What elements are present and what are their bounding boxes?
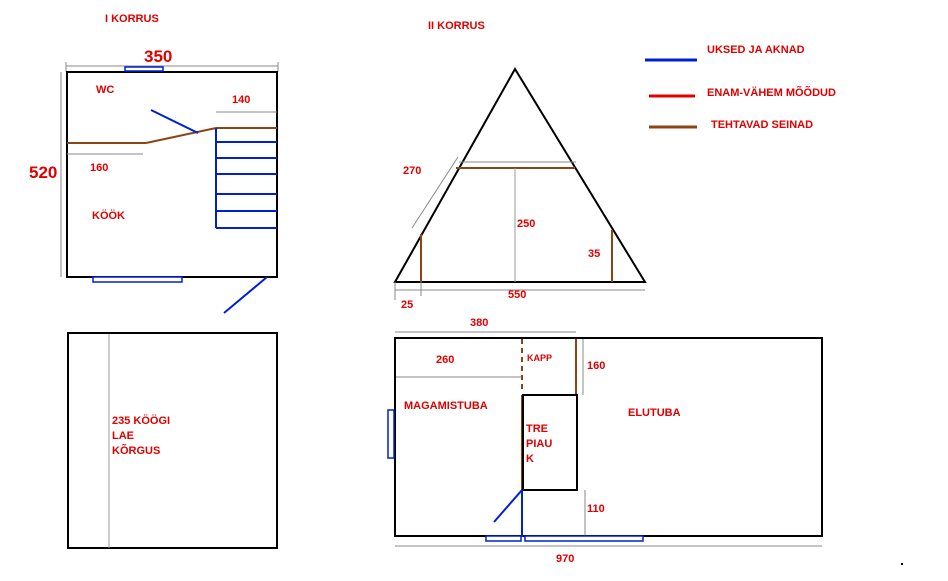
ceiling-height-line2: LAE <box>112 430 134 442</box>
floor2-plan-dim-160: 160 <box>587 360 605 372</box>
floor2-side-window <box>387 409 395 459</box>
floor1-wc-door <box>150 109 199 134</box>
floor2-dim-270-line <box>411 156 459 229</box>
floor1-dim-140: 140 <box>232 94 250 106</box>
floor2-closet-label: KAPP <box>527 353 552 363</box>
floor1-ceiling-plan: 235 KÖÖGI LAE KÕRGUS <box>67 332 278 549</box>
floor1-dim-160: 160 <box>90 162 108 174</box>
floor1-ceiling-outline <box>67 332 278 549</box>
floor1-kitchen-label: KÖÖK <box>92 209 125 222</box>
ceiling-height-line1: 235 KÖÖGI <box>112 414 170 427</box>
floor2-plan-dim-380: 380 <box>470 317 488 329</box>
floor2-stair-label-3: K <box>526 453 534 465</box>
floor2-bottom-window-right <box>524 535 644 542</box>
floor2-plan-dim-260: 260 <box>436 354 454 366</box>
floor2-bedroom-door <box>493 489 523 523</box>
floor2-plan: 380 260 KAPP 160 TRE PIAU K MAGAMISTUBA … <box>387 317 823 565</box>
floor2-bedroom-label: MAGAMISTUBA <box>404 400 488 412</box>
floor2-roof-triangle <box>393 67 647 283</box>
legend-label-doors-windows: UKSED JA AKNAD <box>707 44 805 56</box>
legend-label-measurements: ENAM-VÄHEM MÕÕDUD <box>707 86 836 99</box>
legend-label-walls: TEHTAVAD SEINAD <box>711 119 813 131</box>
floor2-plan-outer-walls <box>394 337 823 537</box>
floor2-dim-270: 270 <box>403 165 421 177</box>
floor2-stair-label-1: TRE <box>526 423 548 435</box>
floor1-stairs <box>215 128 277 229</box>
floor2-living-label: ELUTUBA <box>628 407 681 419</box>
floor2-dim-250: 250 <box>517 218 535 230</box>
floor2-section: II KORRUS 270 250 35 25 550 <box>393 20 647 311</box>
floor1-height-label: 520 <box>29 163 57 182</box>
floor2-stairwell <box>522 394 578 491</box>
floor1-plan: I KORRUS 350 520 WC 140 160 <box>29 13 279 314</box>
stray-dot <box>901 563 903 565</box>
floor2-title: II KORRUS <box>428 20 485 32</box>
floor2-bottom-window-left <box>485 535 522 542</box>
floor1-bottom-window <box>92 276 183 283</box>
floor2-plan-dim-970: 970 <box>556 553 574 565</box>
floor2-dim-35: 35 <box>588 248 600 260</box>
ceiling-height-line3: KÕRGUS <box>112 444 160 457</box>
floor2-plan-dim-110: 110 <box>587 503 605 515</box>
floor1-title: I KORRUS <box>105 13 159 25</box>
floor1-width-label: 350 <box>144 47 172 66</box>
floor1-wall-diagonal-segment <box>145 127 217 144</box>
floor2-stair-label-2: PIAU <box>526 438 552 450</box>
floor2-dim-25: 25 <box>401 299 413 311</box>
floor1-wc-label: WC <box>96 84 114 96</box>
floor1-entry-door <box>223 276 268 314</box>
floor2-dim-550: 550 <box>508 289 526 301</box>
floor1-top-window <box>124 66 164 72</box>
legend: UKSED JA AKNAD ENAM-VÄHEM MÕÕDUD TEHTAVA… <box>645 44 836 131</box>
